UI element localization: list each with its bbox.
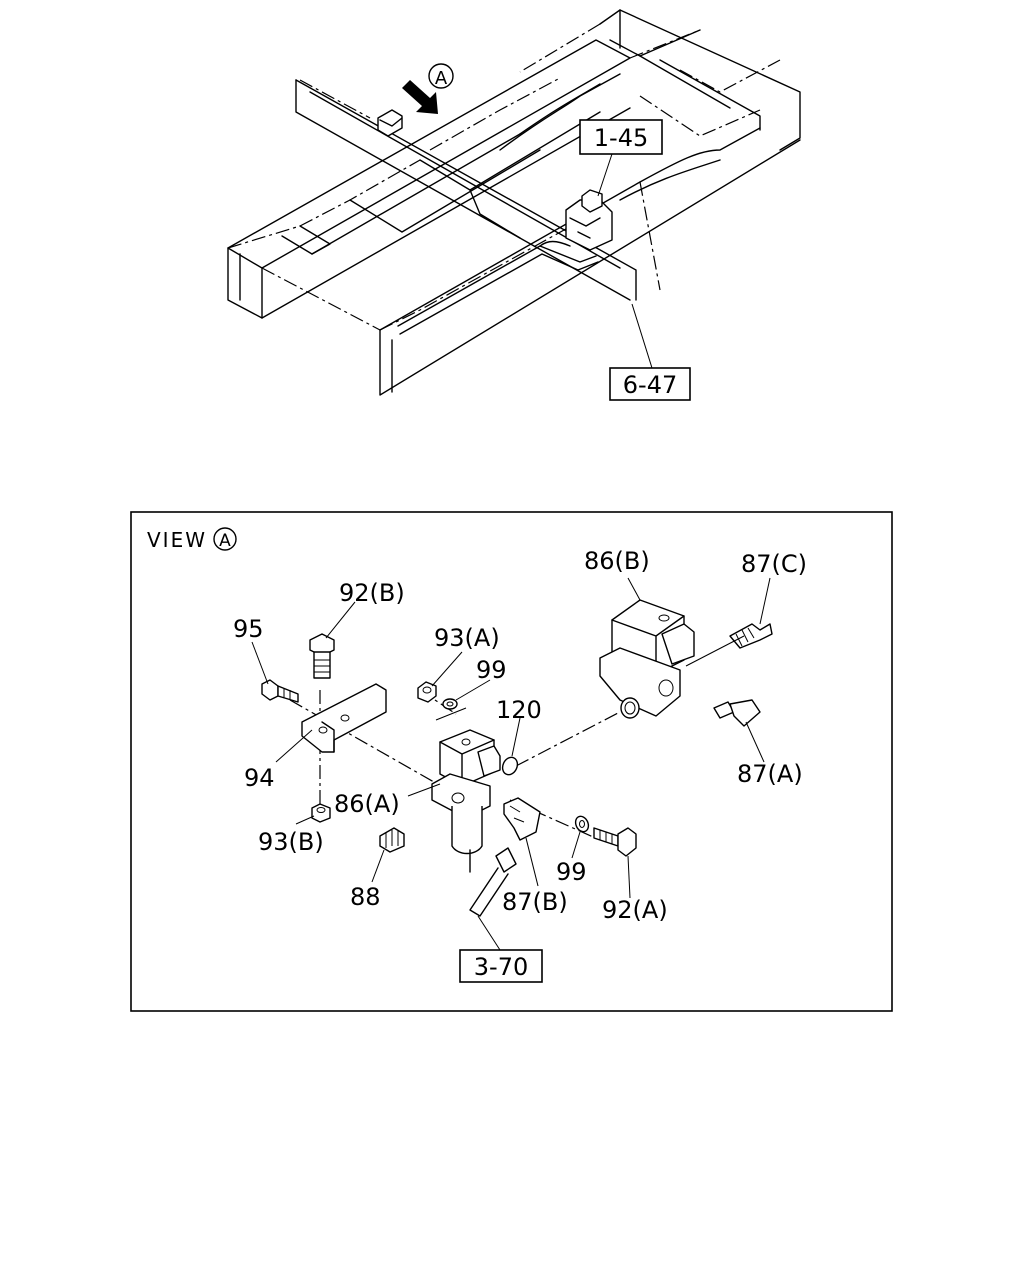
view-title-marker-circle bbox=[213, 527, 237, 551]
label-120[interactable]: 120 bbox=[496, 696, 542, 724]
fitting-87b[interactable] bbox=[503, 797, 541, 841]
view-a-marker-circle bbox=[428, 63, 454, 89]
washer-99-top[interactable] bbox=[442, 698, 458, 710]
label-87b[interactable]: 87(B) bbox=[502, 888, 568, 916]
view-title: VIEW bbox=[147, 528, 207, 552]
leader-lines bbox=[251, 577, 771, 951]
ref-3-70-label: 3-70 bbox=[474, 953, 528, 981]
ref-6-47-label: 6-47 bbox=[623, 371, 677, 399]
view-a-frame bbox=[130, 511, 893, 1012]
nut-93a[interactable] bbox=[417, 681, 437, 703]
ref-callout-3-70[interactable]: 3-70 bbox=[459, 949, 543, 983]
pipe-3-70[interactable] bbox=[469, 847, 517, 917]
ref-1-45-label: 1-45 bbox=[594, 124, 648, 152]
plug-88[interactable] bbox=[379, 827, 405, 853]
bracket-94[interactable] bbox=[301, 683, 387, 753]
ref-callout-1-45[interactable]: 1-45 bbox=[579, 119, 663, 197]
washer-99-bottom[interactable] bbox=[573, 814, 591, 834]
label-95[interactable]: 95 bbox=[233, 615, 264, 643]
label-87a[interactable]: 87(A) bbox=[737, 760, 803, 788]
fitting-87c[interactable] bbox=[729, 623, 773, 649]
view-a-marker: A bbox=[435, 68, 448, 89]
label-92b[interactable]: 92(B) bbox=[339, 579, 405, 607]
bolt-92b[interactable] bbox=[309, 633, 335, 679]
label-92a[interactable]: 92(A) bbox=[602, 896, 668, 924]
valve-86b[interactable] bbox=[599, 599, 695, 719]
label-87c[interactable]: 87(C) bbox=[741, 550, 807, 578]
view-title-marker: A bbox=[219, 531, 231, 551]
nut-93b[interactable] bbox=[311, 803, 331, 823]
ref-callout-6-47[interactable]: 6-47 bbox=[609, 303, 691, 401]
label-99-bottom[interactable]: 99 bbox=[556, 858, 587, 886]
chassis-frame-illustration bbox=[227, 9, 801, 396]
fitting-87a[interactable] bbox=[713, 699, 761, 727]
valve-86a[interactable] bbox=[431, 707, 501, 873]
label-99-top[interactable]: 99 bbox=[476, 656, 507, 684]
label-93b[interactable]: 93(B) bbox=[258, 828, 324, 856]
label-86b[interactable]: 86(B) bbox=[584, 547, 650, 575]
view-a-arrow: A bbox=[402, 63, 454, 114]
bolt-95[interactable] bbox=[261, 679, 299, 703]
o-ring-120[interactable] bbox=[500, 755, 520, 777]
label-86a[interactable]: 86(A) bbox=[334, 790, 400, 818]
label-94[interactable]: 94 bbox=[244, 764, 275, 792]
label-88[interactable]: 88 bbox=[350, 883, 381, 911]
label-93a[interactable]: 93(A) bbox=[434, 624, 500, 652]
bolt-92a[interactable] bbox=[593, 827, 637, 857]
part-labels: 86(B) 87(C) 92(B) 95 93(A) 99 120 94 86(… bbox=[233, 547, 807, 924]
